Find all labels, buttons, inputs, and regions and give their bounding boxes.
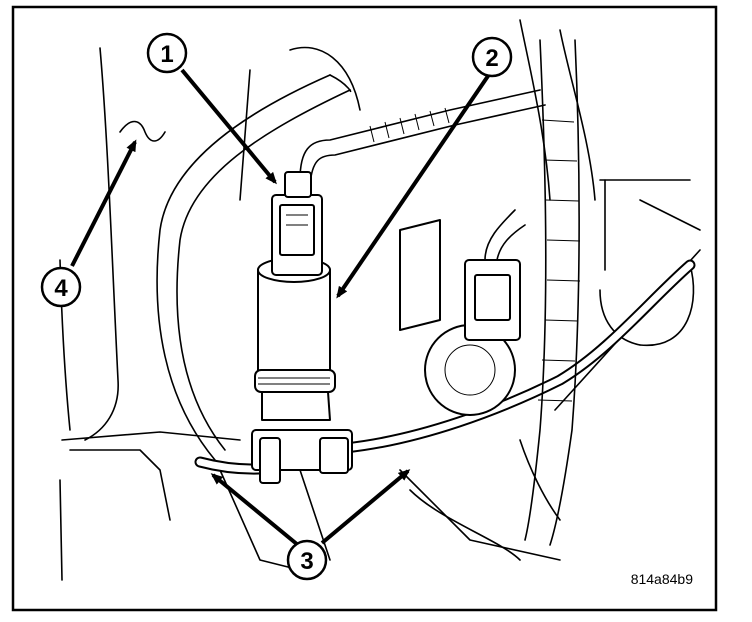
callout-1: 1 — [146, 32, 188, 74]
right-harness — [524, 39, 581, 546]
callout-3-label: 3 — [300, 548, 313, 575]
secondary-connector — [399, 209, 526, 416]
callout-2: 2 — [471, 36, 513, 78]
washer-pump — [251, 257, 353, 484]
callout-4: 4 — [40, 266, 82, 308]
callout-2-label: 2 — [485, 45, 498, 72]
callout-3: 3 — [286, 539, 328, 581]
tube-loop — [156, 74, 352, 461]
pump-connector — [271, 171, 323, 276]
figure-frame — [11, 5, 718, 612]
callout-4-label: 4 — [54, 275, 68, 302]
callout-1-label: 1 — [160, 41, 173, 68]
wave-symbol — [119, 120, 166, 142]
leader-lines — [70, 68, 490, 547]
figure-code: 814a84b9 — [631, 571, 694, 587]
